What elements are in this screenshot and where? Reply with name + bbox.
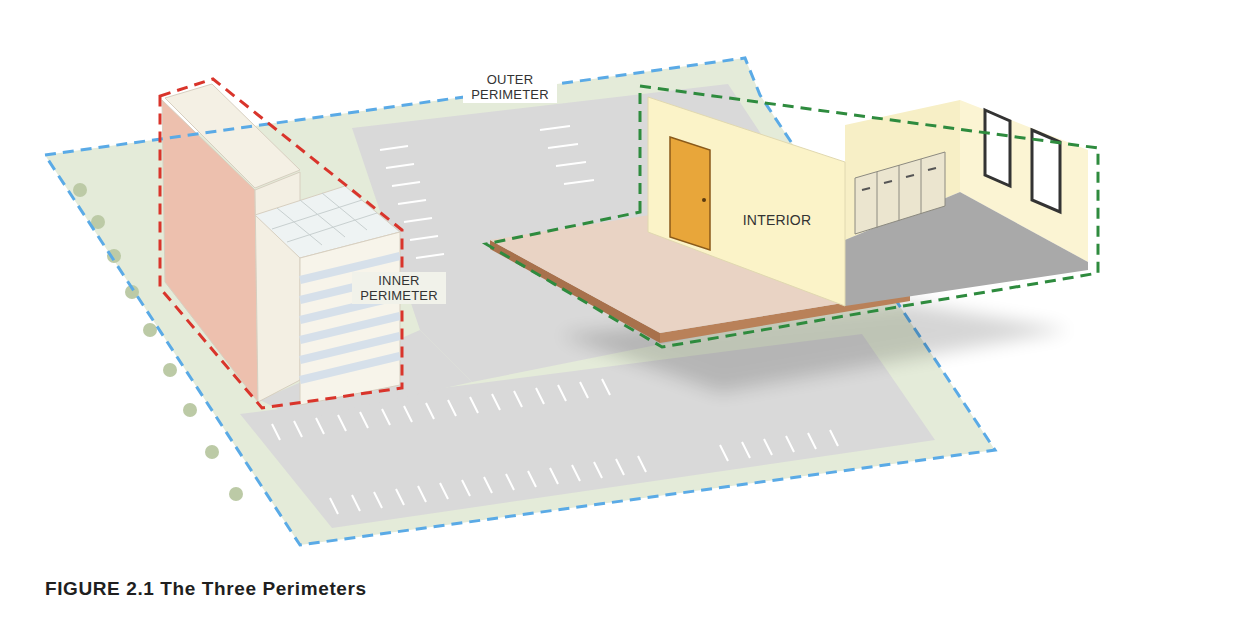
trees (229, 487, 243, 501)
outer-perimeter-region: OUTER PERIMETER INNER PERIMETER INTERIOR (0, 0, 1255, 560)
interior-room (702, 198, 706, 202)
label-slot: INTERIOR (723, 211, 831, 229)
building (162, 84, 400, 405)
interior-room (877, 159, 921, 228)
dashed-outline (150, 70, 412, 420)
interior-room (862, 168, 936, 190)
interior-room (648, 97, 845, 306)
region-label: OUTER PERIMETER (463, 71, 557, 103)
trees (183, 403, 197, 417)
building (272, 193, 377, 245)
region-label: INNER PERIMETER (352, 272, 446, 304)
interior-room (985, 110, 1010, 186)
interior-room (855, 152, 945, 234)
label-slot: OUTER PERIMETER (463, 71, 557, 103)
label-slot: INNER PERIMETER (352, 272, 446, 304)
trees (205, 445, 219, 459)
figure-caption: FIGURE 2.1 The Three Perimeters (45, 578, 367, 600)
trees (163, 363, 177, 377)
parking-stalls (330, 430, 838, 514)
interior-room (670, 137, 710, 250)
building (165, 84, 300, 188)
perimeter-line (486, 86, 1098, 347)
region-label: INTERIOR (740, 211, 815, 229)
trees (73, 183, 87, 197)
perimeter-line (160, 79, 402, 408)
interior-region: INTERIOR (480, 78, 1110, 353)
building (300, 232, 400, 405)
trees (143, 323, 157, 337)
inner-perimeter-region: INNER PERIMETER (150, 70, 412, 420)
